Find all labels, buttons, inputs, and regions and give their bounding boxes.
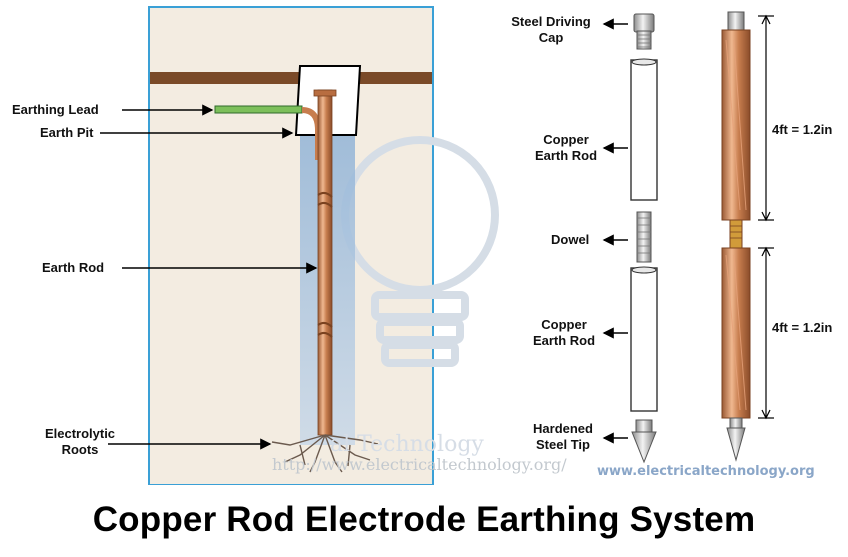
label-dowel: Dowel: [551, 232, 590, 247]
label-earth-pit: Earth Pit: [40, 125, 94, 140]
right-label-arrows: [602, 18, 628, 444]
dowel: [636, 211, 652, 263]
watermark-brand: al Technology: [330, 432, 484, 457]
left-label-arrows: [100, 104, 318, 450]
copper-rod-segment-lower: [630, 267, 658, 412]
page-title: Copper Rod Electrode Earthing System: [92, 500, 756, 539]
soil-layer: [150, 72, 432, 84]
label-copper-b-line2: Earth Rod: [532, 333, 596, 348]
watermark-url: http://www.electricaltechnology.org/: [272, 455, 567, 474]
label-steel-cap-line2: Cap: [538, 30, 564, 45]
label-electrolytic-line1: Electrolytic: [44, 426, 116, 441]
label-steel-driving-cap: Steel Driving Cap: [498, 14, 604, 46]
dimension-upper-label: 4ft = 1.2in: [772, 122, 833, 137]
label-electrolytic-roots: Electrolytic Roots: [28, 426, 132, 458]
copper-rod-segment-upper: [630, 59, 658, 201]
earth-rod: [317, 89, 333, 436]
earth-pit-illustration: [148, 6, 499, 485]
steel-driving-cap: [633, 13, 655, 33]
dimension-lower-label: 4ft = 1.2in: [772, 320, 833, 335]
earthing-lead-wire: [214, 105, 303, 114]
label-copper-a-line2: Earth Rod: [534, 148, 598, 163]
label-tip-line2: Steel Tip: [536, 437, 590, 452]
label-copper-earth-rod-upper: Copper Earth Rod: [514, 132, 618, 164]
label-copper-b-line1: Copper: [541, 317, 587, 332]
dimension-lines: [758, 14, 774, 420]
exploded-rod-parts: [630, 13, 658, 464]
label-steel-cap-line1: Steel Driving: [511, 14, 591, 29]
electrolytic-roots: [271, 434, 379, 473]
label-earth-rod: Earth Rod: [42, 260, 105, 275]
label-earthing-lead: Earthing Lead: [12, 102, 99, 117]
label-copper-a-line1: Copper: [543, 132, 589, 147]
label-tip-line1: Hardened: [533, 421, 593, 436]
assembled-rod: [721, 11, 751, 462]
hardened-steel-tip: [631, 431, 657, 464]
label-copper-earth-rod-lower: Copper Earth Rod: [512, 317, 616, 349]
label-hardened-steel-tip: Hardened Steel Tip: [510, 421, 616, 453]
label-electrolytic-line2: Roots: [61, 442, 99, 457]
website-url: www.electricaltechnology.org: [597, 464, 815, 479]
